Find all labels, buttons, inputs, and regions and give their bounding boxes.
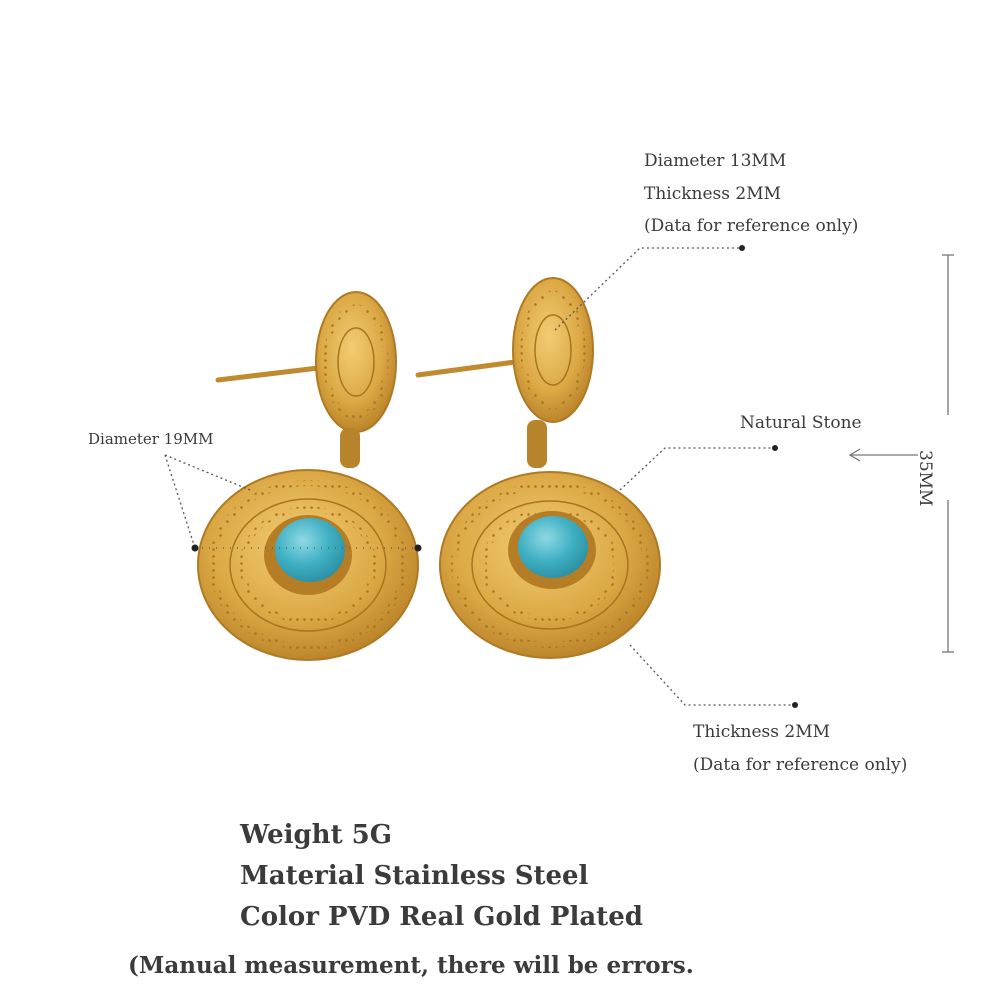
left-jump-ring	[340, 428, 360, 468]
disc-diameter-leader-left	[164, 454, 196, 549]
disc-reference-label: (Data for reference only)	[693, 755, 908, 775]
right-turquoise-stone	[518, 516, 588, 578]
right-post	[415, 357, 533, 378]
length-label: 35MM	[915, 450, 935, 507]
material-spec: Material Stainless Steel	[240, 861, 589, 891]
left-turquoise-stone	[275, 518, 345, 582]
right-jump-ring	[527, 420, 547, 468]
stud-reference-label: (Data for reference only)	[644, 216, 859, 236]
leader-lines	[164, 247, 795, 706]
length-dimension	[848, 254, 954, 653]
right-earring	[415, 277, 661, 659]
weight-spec: Weight 5G	[240, 820, 392, 850]
stone-leader	[619, 447, 775, 491]
measurement-note: (Manual measurement, there will be error…	[128, 952, 694, 979]
disc-thickness-leader	[629, 644, 795, 706]
left-earring	[197, 291, 419, 661]
stud-leader	[554, 247, 742, 331]
natural-stone-label: Natural Stone	[740, 413, 862, 433]
disc-diameter-label: Diameter 19MM	[88, 430, 214, 448]
color-spec: Color PVD Real Gold Plated	[240, 902, 643, 932]
disc-diameter-leader-right	[164, 454, 251, 491]
disc-thickness-label: Thickness 2MM	[693, 722, 831, 742]
right-stud	[512, 277, 594, 423]
leader-dots	[191, 245, 798, 708]
stud-thickness-label: Thickness 2MM	[644, 184, 782, 204]
stud-diameter-label: Diameter 13MM	[644, 151, 787, 171]
